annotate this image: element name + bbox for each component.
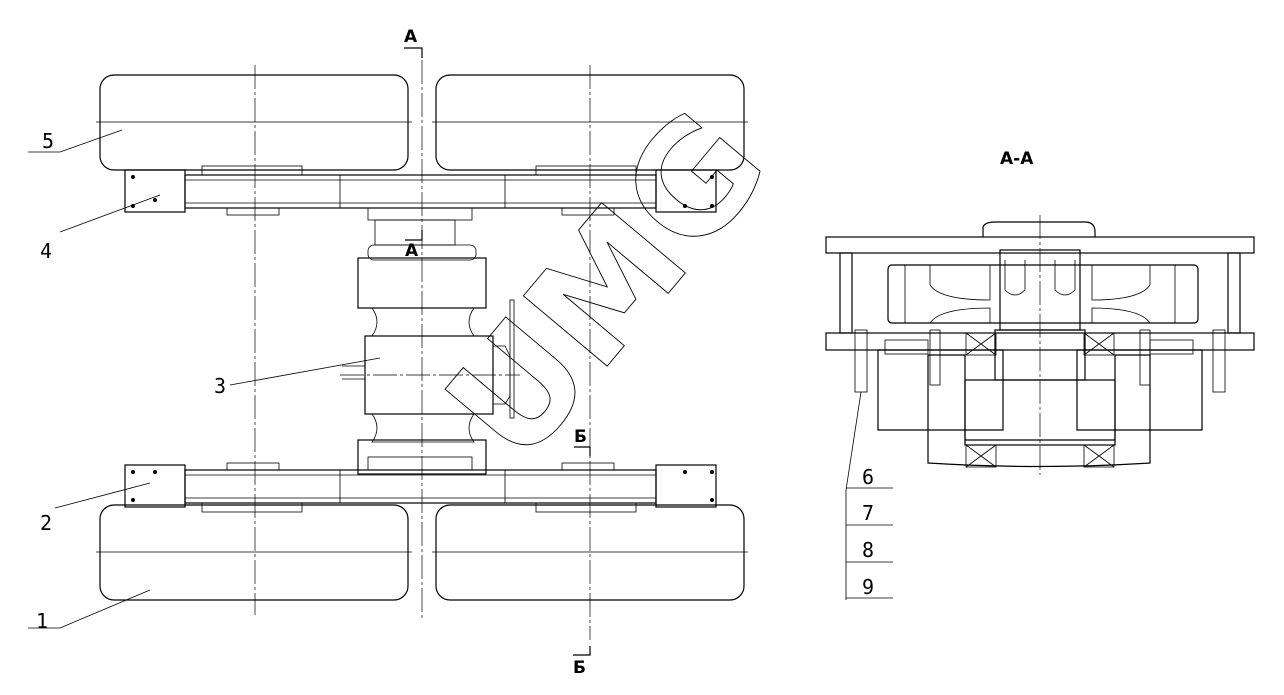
svg-text:Б: Б [573,658,586,678]
tire-bottom-right [432,504,748,601]
section-mark-b-bottom: Б [573,646,591,678]
section-label-7: 7 [862,501,874,525]
section-label-6: 6 [862,465,874,489]
beam-bottom [124,456,717,513]
svg-text:А: А [405,241,419,261]
section-mark-a-mid: А [405,230,423,261]
section-label-9: 9 [862,575,874,599]
svg-text:А: А [404,27,418,47]
part-label-2: 2 [40,511,52,535]
tire-top-left [96,74,412,171]
watermark: UMG [414,79,801,493]
beam-top [124,165,717,221]
part-label-1: 1 [36,609,48,633]
section-view [825,215,1255,475]
part-leaders [28,129,381,629]
section-mark-a-top: А [404,27,423,58]
section-title: А-А [1000,149,1034,169]
part-label-3: 3 [214,374,226,398]
section-mark-b-top: Б [574,427,591,456]
part-label-4: 4 [40,239,52,263]
section-leader [845,391,893,600]
section-label-8: 8 [862,538,874,562]
tire-bottom-left [96,504,412,601]
svg-text:Б: Б [574,427,587,447]
part-label-5: 5 [42,129,54,153]
